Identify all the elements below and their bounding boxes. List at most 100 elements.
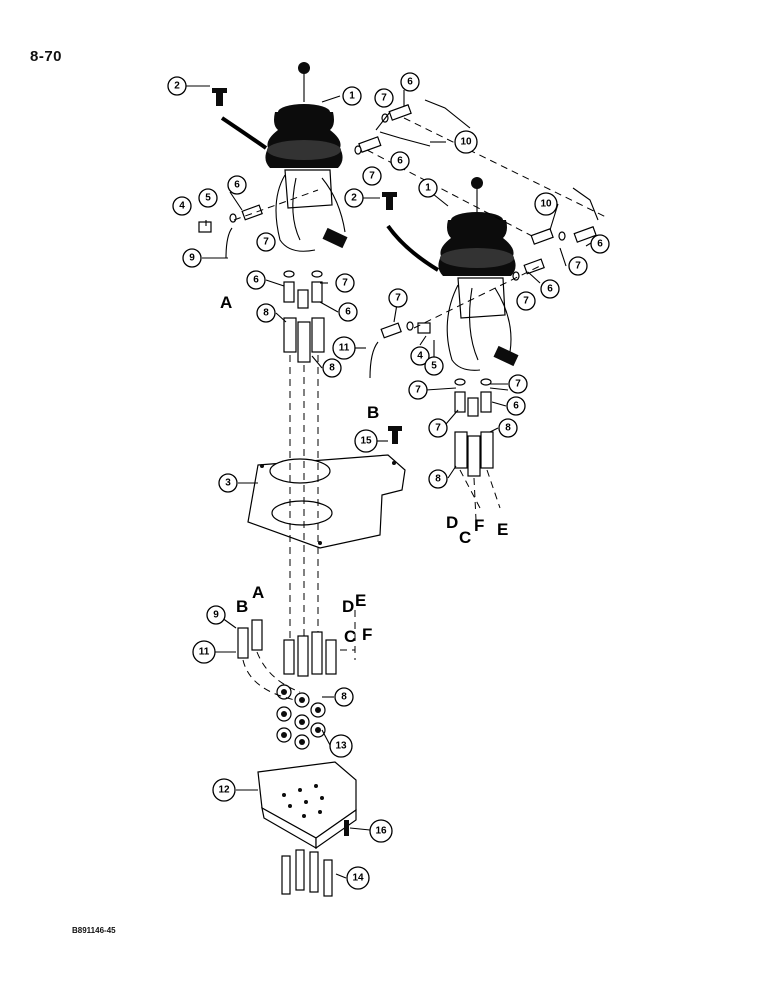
callout-9: 9 xyxy=(206,605,226,625)
svg-text:16: 16 xyxy=(375,826,387,837)
label-e-right: E xyxy=(497,520,508,539)
callout-7: 7 xyxy=(362,166,382,186)
svg-text:4: 4 xyxy=(417,351,423,362)
callout-8: 8 xyxy=(498,418,518,438)
svg-text:6: 6 xyxy=(253,275,259,286)
label-f-right: F xyxy=(474,516,484,535)
callout-10: 10 xyxy=(454,130,478,154)
lower-fittings xyxy=(237,619,337,677)
svg-text:12: 12 xyxy=(218,785,230,796)
svg-text:10: 10 xyxy=(460,137,472,148)
svg-text:9: 9 xyxy=(213,610,219,621)
callout-12: 12 xyxy=(212,778,236,802)
svg-text:10: 10 xyxy=(540,199,552,210)
svg-text:7: 7 xyxy=(263,237,269,248)
label-d-lower: D xyxy=(342,597,354,616)
callout-6: 6 xyxy=(506,396,526,416)
bottom-fittings xyxy=(281,820,349,897)
svg-text:6: 6 xyxy=(597,239,603,250)
label-a-lower: A xyxy=(252,583,264,602)
svg-text:1: 1 xyxy=(425,183,431,194)
svg-text:11: 11 xyxy=(199,647,210,658)
svg-text:7: 7 xyxy=(395,293,401,304)
svg-text:2: 2 xyxy=(351,193,357,204)
callout-5: 5 xyxy=(198,188,218,208)
callout-7: 7 xyxy=(388,288,408,308)
svg-text:6: 6 xyxy=(513,401,519,412)
svg-text:6: 6 xyxy=(234,180,240,191)
svg-text:6: 6 xyxy=(407,77,413,88)
callout-8: 8 xyxy=(322,358,342,378)
svg-text:7: 7 xyxy=(415,385,421,396)
joystick-right xyxy=(386,177,519,371)
svg-text:2: 2 xyxy=(174,81,180,92)
callout-3: 3 xyxy=(218,473,238,493)
svg-text:7: 7 xyxy=(435,423,441,434)
callout-7: 7 xyxy=(408,380,428,400)
svg-text:8: 8 xyxy=(263,308,269,319)
svg-text:5: 5 xyxy=(431,361,437,372)
svg-text:4: 4 xyxy=(179,201,185,212)
svg-text:7: 7 xyxy=(523,296,529,307)
callout-6: 6 xyxy=(227,175,247,195)
callout-7: 7 xyxy=(568,256,588,276)
callout-11: 11 xyxy=(192,640,216,664)
reference-code: B891146-45 xyxy=(72,926,116,935)
svg-text:8: 8 xyxy=(329,363,335,374)
callout-2: 2 xyxy=(344,188,364,208)
base-plate xyxy=(257,761,357,850)
fittings-left-stack xyxy=(283,270,431,379)
svg-text:11: 11 xyxy=(339,343,350,354)
washer-set xyxy=(276,684,326,750)
label-b-upper: B xyxy=(367,403,379,422)
joystick-left xyxy=(220,62,348,252)
svg-text:13: 13 xyxy=(335,741,347,752)
callout-7: 7 xyxy=(374,88,394,108)
callout-7: 7 xyxy=(508,374,528,394)
callout-11: 11 xyxy=(332,336,356,360)
callout-10: 10 xyxy=(534,192,558,216)
fittings-left-top xyxy=(198,88,471,259)
callout-6: 6 xyxy=(338,302,358,322)
label-c-right: C xyxy=(459,528,471,547)
svg-text:7: 7 xyxy=(515,379,521,390)
svg-text:6: 6 xyxy=(547,284,553,295)
svg-text:7: 7 xyxy=(342,278,348,289)
svg-text:3: 3 xyxy=(225,478,231,489)
label-c-lower: C xyxy=(344,627,356,646)
callout-1: 1 xyxy=(418,178,438,198)
svg-text:14: 14 xyxy=(352,873,364,884)
svg-text:7: 7 xyxy=(369,171,375,182)
callout-7: 7 xyxy=(335,273,355,293)
svg-text:9: 9 xyxy=(189,253,195,264)
callout-2: 2 xyxy=(167,76,187,96)
leader-lines xyxy=(186,85,597,879)
callout-5: 5 xyxy=(424,356,444,376)
svg-text:5: 5 xyxy=(205,193,211,204)
label-a-upper: A xyxy=(220,293,232,312)
fittings-right-top xyxy=(382,187,599,281)
svg-text:1: 1 xyxy=(349,91,355,102)
label-f-lower: F xyxy=(362,625,372,644)
callout-8: 8 xyxy=(334,687,354,707)
mounting-plate xyxy=(247,454,406,549)
svg-text:6: 6 xyxy=(397,156,403,167)
callout-7: 7 xyxy=(256,232,276,252)
callout-6: 6 xyxy=(590,234,610,254)
callout-7: 7 xyxy=(516,291,536,311)
svg-text:7: 7 xyxy=(575,261,581,272)
svg-text:6: 6 xyxy=(345,307,351,318)
callout-13: 13 xyxy=(329,734,353,758)
callout-6: 7 xyxy=(428,418,448,438)
callout-14: 14 xyxy=(346,866,370,890)
callout-15: 15 xyxy=(354,429,378,453)
label-d-right: D xyxy=(446,513,458,532)
label-b-lower: B xyxy=(236,597,248,616)
svg-text:7: 7 xyxy=(381,93,387,104)
callout-6: 6 xyxy=(400,72,420,92)
svg-text:8: 8 xyxy=(341,692,347,703)
callout-6: 6 xyxy=(246,270,266,290)
fittings-right-stack xyxy=(388,378,494,477)
